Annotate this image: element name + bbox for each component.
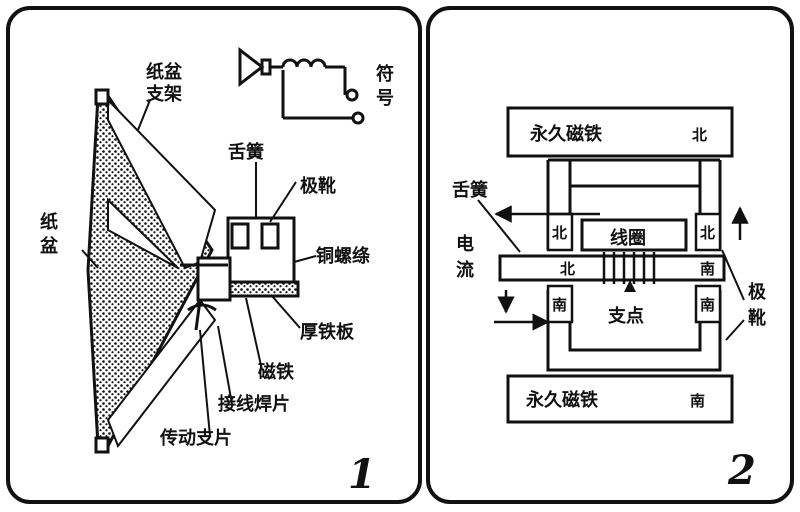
label-south-left: 南: [552, 296, 567, 314]
panel-2-arrows: [494, 205, 749, 331]
panel-2: 永久磁铁 北 永久磁铁 南 线圈 北 北 南 南: [426, 6, 794, 504]
coil-windings: [602, 252, 656, 284]
panel-2-leaders: [477, 199, 745, 341]
label-magnet-bottom: 永久磁铁: [525, 389, 598, 411]
panel-1: 纸盆 支架 符 号 舌簧 极靴 纸 盆 铜螺绦 厚铁板 磁铁 接线焊片 传动支片…: [6, 6, 422, 504]
label-reed-2: 舌簧: [452, 179, 488, 201]
label-pole-shoe: 极靴: [300, 175, 336, 197]
reed-bar: [498, 254, 726, 282]
panel-2-number: 2: [727, 447, 756, 494]
pivot-triangle: [624, 280, 636, 292]
label-north-left: 北: [552, 224, 567, 242]
coil-box: [580, 218, 688, 252]
magnet-bottom: [506, 374, 734, 424]
panel-1-number: 1: [348, 451, 376, 498]
panel-1-leaders: [81, 99, 317, 437]
label-coil: 线圈: [610, 227, 646, 249]
label-south-right: 南: [700, 296, 715, 314]
label-pivot: 支点: [607, 305, 644, 327]
speaker-cone: [86, 88, 217, 454]
panel-2-frame: [426, 6, 794, 504]
label-solder-tab: 接线焊片: [218, 393, 290, 415]
label-reed-north: 北: [560, 260, 575, 278]
label-magnet-top-pole: 北: [692, 126, 707, 144]
driver-unit: [180, 216, 300, 331]
label-symbol-2: 号: [376, 88, 394, 109]
label-cone-frame-1: 纸盆: [146, 61, 183, 83]
label-cone-1: 纸: [40, 211, 58, 233]
label-cone-frame-2: 支架: [145, 83, 182, 105]
label-magnet-top: 永久磁铁: [529, 123, 602, 145]
label-magnet: 磁铁: [258, 361, 294, 383]
label-current-1: 电: [456, 233, 474, 255]
label-north-right: 北: [700, 224, 715, 242]
magnet-top: [506, 106, 734, 158]
speaker-symbol: [238, 46, 365, 125]
label-reed: 舌簧: [228, 141, 264, 163]
label-symbol-1: 符: [376, 63, 394, 85]
label-pole-shoe-2a: 极: [748, 282, 767, 303]
label-reed-south: 南: [700, 260, 715, 278]
panel-1-frame: [6, 6, 422, 504]
label-drive-strut: 传动支片: [159, 427, 232, 449]
label-current-2: 流: [456, 259, 474, 281]
label-magnet-bottom-pole: 南: [690, 392, 705, 410]
label-cone-2: 盆: [40, 235, 59, 257]
label-thick-iron-plate: 厚铁板: [300, 321, 355, 343]
label-copper-coil: 铜螺绦: [316, 245, 371, 267]
label-pole-shoe-2b: 靴: [748, 307, 766, 329]
